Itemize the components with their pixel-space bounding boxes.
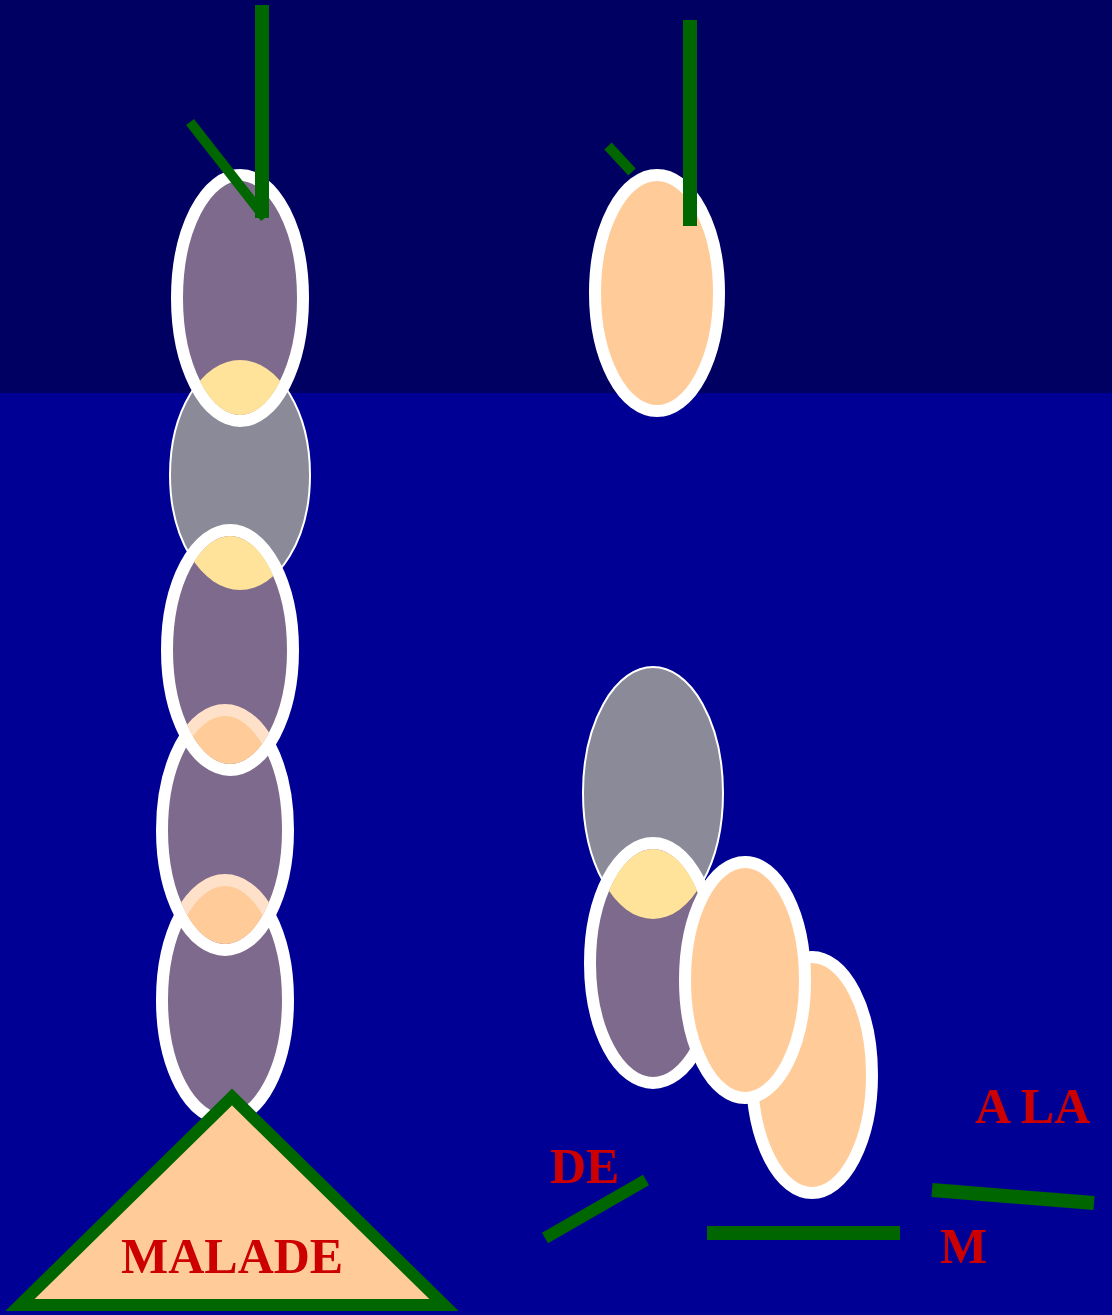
fragment-line <box>707 1226 900 1240</box>
green-stick <box>608 146 632 172</box>
protein-name: MALADE <box>121 1231 343 1281</box>
protein-oval <box>595 175 719 411</box>
lower-band <box>0 393 1112 1315</box>
protein-triangle: MALADE <box>14 1089 450 1311</box>
fragment-label: M <box>940 1221 987 1271</box>
protein-oval <box>685 862 805 1098</box>
overlap-lens <box>583 667 723 919</box>
green-stick <box>190 122 265 218</box>
triangle-shape <box>20 1097 444 1305</box>
fragment-line <box>932 1190 1094 1203</box>
green-stick <box>683 20 697 226</box>
overlap-lens <box>170 360 310 590</box>
upper-band <box>0 0 1112 393</box>
overlap-lens <box>162 880 288 1120</box>
overlap-lens <box>170 360 310 590</box>
fragment-label: A LA <box>975 1081 1090 1131</box>
fragment-label: DE <box>550 1141 619 1191</box>
green-stick <box>255 5 269 218</box>
